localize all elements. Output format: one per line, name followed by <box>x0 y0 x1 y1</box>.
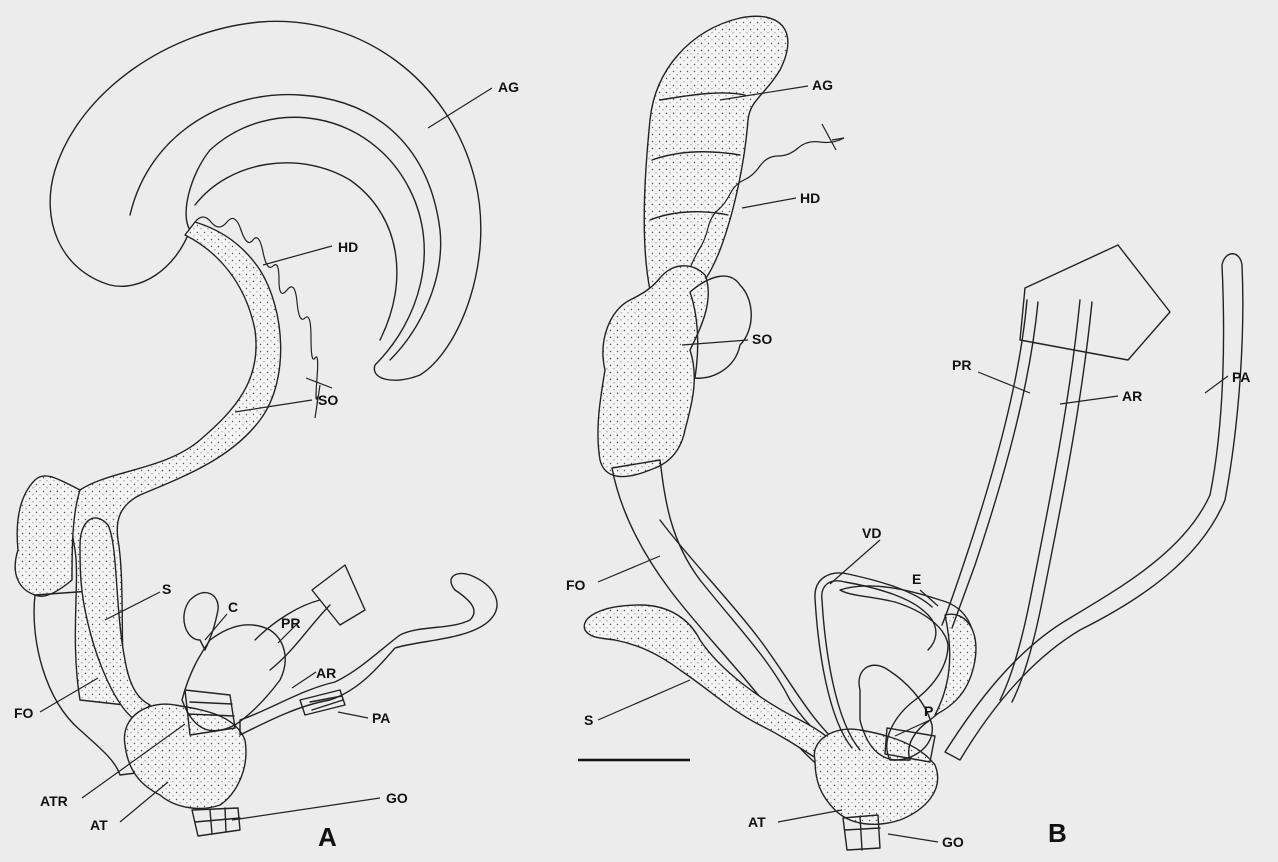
b-label-so: SO <box>752 331 772 347</box>
a-penial-appendix <box>240 573 497 735</box>
b-albumen-gland <box>644 16 788 292</box>
b-label-p: P <box>924 703 933 719</box>
a-atrium <box>124 704 246 808</box>
panel-b-drawing <box>584 16 1243 850</box>
b-label-pa: PA <box>1232 369 1250 385</box>
panel-a-letter: A <box>318 822 337 852</box>
a-label-ag: AG <box>498 79 519 95</box>
a-label-pa: PA <box>372 710 390 726</box>
a-flagellum <box>184 593 218 650</box>
panel-b-letter: B <box>1048 818 1067 848</box>
a-label-hd: HD <box>338 239 358 255</box>
a-label-ar: AR <box>316 665 336 681</box>
b-label-at: AT <box>748 814 766 830</box>
a-label-pr: PR <box>281 615 300 631</box>
a-label-c: C <box>228 599 238 615</box>
a-spermoviduct-lobes <box>15 476 80 596</box>
b-label-s: S <box>584 712 593 728</box>
a-label-atr: ATR <box>40 793 68 809</box>
b-label-hd: HD <box>800 190 820 206</box>
a-label-go: GO <box>386 790 408 806</box>
b-label-go: GO <box>942 834 964 850</box>
b-label-pr: PR <box>952 357 971 373</box>
b-label-ag: AG <box>812 77 833 93</box>
a-label-so: SO <box>318 392 338 408</box>
b-label-vd: VD <box>862 525 881 541</box>
b-atrium <box>814 729 937 824</box>
a-label-at: AT <box>90 817 108 833</box>
b-penial-appendix <box>945 254 1243 760</box>
b-label-ar: AR <box>1122 388 1142 404</box>
b-atrial-retractor <box>1000 300 1080 700</box>
panel-a-labels: AG HD SO S FO C PR AR PA ATR AT GO A <box>14 79 519 852</box>
b-label-e: E <box>912 571 921 587</box>
b-label-fo: FO <box>566 577 586 593</box>
a-label-s: S <box>162 581 171 597</box>
b-penial-retractor <box>942 300 1027 625</box>
a-label-fo: FO <box>14 705 34 721</box>
b-retractor-base <box>1020 245 1170 360</box>
panel-a-drawing <box>15 21 497 836</box>
panel-a-leaders <box>40 88 492 822</box>
b-spermatheca <box>584 605 850 770</box>
